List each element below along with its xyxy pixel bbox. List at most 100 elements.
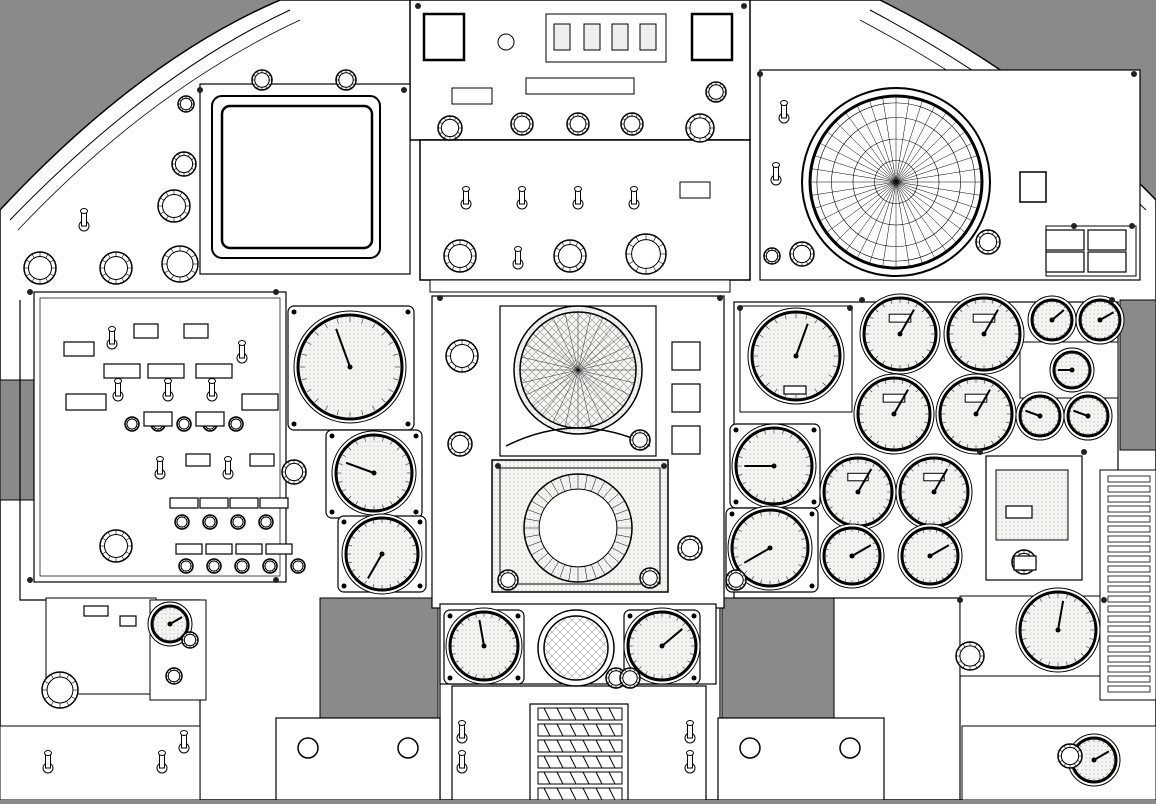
side-rib [1108,666,1150,672]
knob-icon[interactable] [100,252,132,284]
side-rib [1108,536,1150,542]
gauge-icon [854,374,934,454]
knob-icon[interactable] [175,515,189,529]
knob-icon[interactable] [686,114,714,142]
knob-icon[interactable] [203,515,217,529]
knob-icon[interactable] [231,515,245,529]
indicator-button[interactable] [672,384,700,412]
screw-icon [330,434,335,439]
screw-icon [437,295,443,301]
indicator-button[interactable] [1006,506,1032,518]
side-rib [1108,576,1150,582]
knob-icon[interactable] [252,70,272,90]
knob-icon[interactable] [790,242,814,266]
knob-icon[interactable] [259,515,273,529]
indicator-button[interactable] [266,544,292,554]
knob-icon[interactable] [291,559,305,573]
indicator-button[interactable] [230,498,258,508]
screw-icon [957,597,963,603]
indicator-button[interactable] [1046,252,1084,272]
knob-icon[interactable] [444,240,476,272]
knob-icon[interactable] [178,96,194,112]
indicator-button[interactable] [176,544,202,554]
knob-icon[interactable] [42,672,78,708]
knob-icon[interactable] [282,460,306,484]
knob-icon[interactable] [621,113,643,135]
indicator-button[interactable] [200,498,228,508]
indicator-button[interactable] [196,412,224,426]
knob-icon[interactable] [726,570,746,590]
knob-icon[interactable] [1058,744,1082,768]
indicator-button[interactable] [170,498,198,508]
knob-icon[interactable] [554,240,586,272]
indicator-button[interactable] [84,606,108,616]
knob-icon[interactable] [177,417,191,431]
indicator-button[interactable] [672,426,700,454]
indicator-button[interactable] [186,454,210,466]
knob-icon[interactable] [336,70,356,90]
indicator-button[interactable] [120,616,136,626]
side-rib [1108,636,1150,642]
knob-icon[interactable] [706,82,726,102]
indicator-button[interactable] [206,544,232,554]
screw-icon [730,512,735,517]
indicator-button[interactable] [1014,556,1036,570]
side-rib [1108,526,1150,532]
indicator-button[interactable] [104,364,140,378]
indicator-button[interactable] [144,412,172,426]
knob-icon[interactable] [764,248,780,264]
screw-icon [810,512,815,517]
knob-icon[interactable] [511,113,533,135]
knob-icon[interactable] [162,246,198,282]
indicator-button[interactable] [66,394,106,410]
indicator-button[interactable] [196,364,232,378]
gauge-icon [446,608,522,684]
indicator-button[interactable] [672,342,700,370]
knob-icon[interactable] [956,642,984,670]
knob-icon[interactable] [976,230,1000,254]
side-rib [1108,626,1150,632]
knob-icon[interactable] [263,559,277,573]
screw-icon [1109,297,1115,303]
knob-icon[interactable] [630,430,650,450]
indicator-button[interactable] [184,324,208,338]
knob-icon[interactable] [626,234,666,274]
indicator-button[interactable] [1088,230,1126,250]
knob-icon[interactable] [179,559,193,573]
knob-icon[interactable] [172,152,196,176]
indicator-button[interactable] [1046,230,1084,250]
indicator-button[interactable] [148,364,184,378]
knob-icon[interactable] [100,530,132,562]
indicator-button[interactable] [64,342,94,356]
indicator-button[interactable] [784,386,806,394]
knob-icon[interactable] [125,417,139,431]
screw-icon [812,428,817,433]
screw-icon [737,305,743,311]
screw-icon [292,310,297,315]
indicator-button[interactable] [236,544,262,554]
knob-icon[interactable] [24,252,56,284]
knob-icon[interactable] [678,536,702,560]
knob-icon[interactable] [235,559,249,573]
knob-icon[interactable] [166,668,182,684]
knob-icon[interactable] [182,632,198,648]
side-rib [1108,506,1150,512]
knob-icon[interactable] [438,116,462,140]
knob-icon[interactable] [446,340,478,372]
knob-icon[interactable] [498,570,518,590]
knob-icon[interactable] [567,113,589,135]
knob-icon[interactable] [158,190,190,222]
indicator-button[interactable] [242,394,278,410]
knob-icon[interactable] [448,432,472,456]
indicator-button[interactable] [1088,252,1126,272]
indicator-button[interactable] [250,454,274,466]
screw-icon [977,449,983,455]
knob-icon[interactable] [207,559,221,573]
knob-icon[interactable] [229,417,243,431]
knob-icon[interactable] [640,568,660,588]
knob-icon[interactable] [620,668,640,688]
indicator-button[interactable] [260,498,288,508]
gauge-icon [898,524,962,588]
screw-icon [401,87,407,93]
indicator-button[interactable] [134,324,158,338]
